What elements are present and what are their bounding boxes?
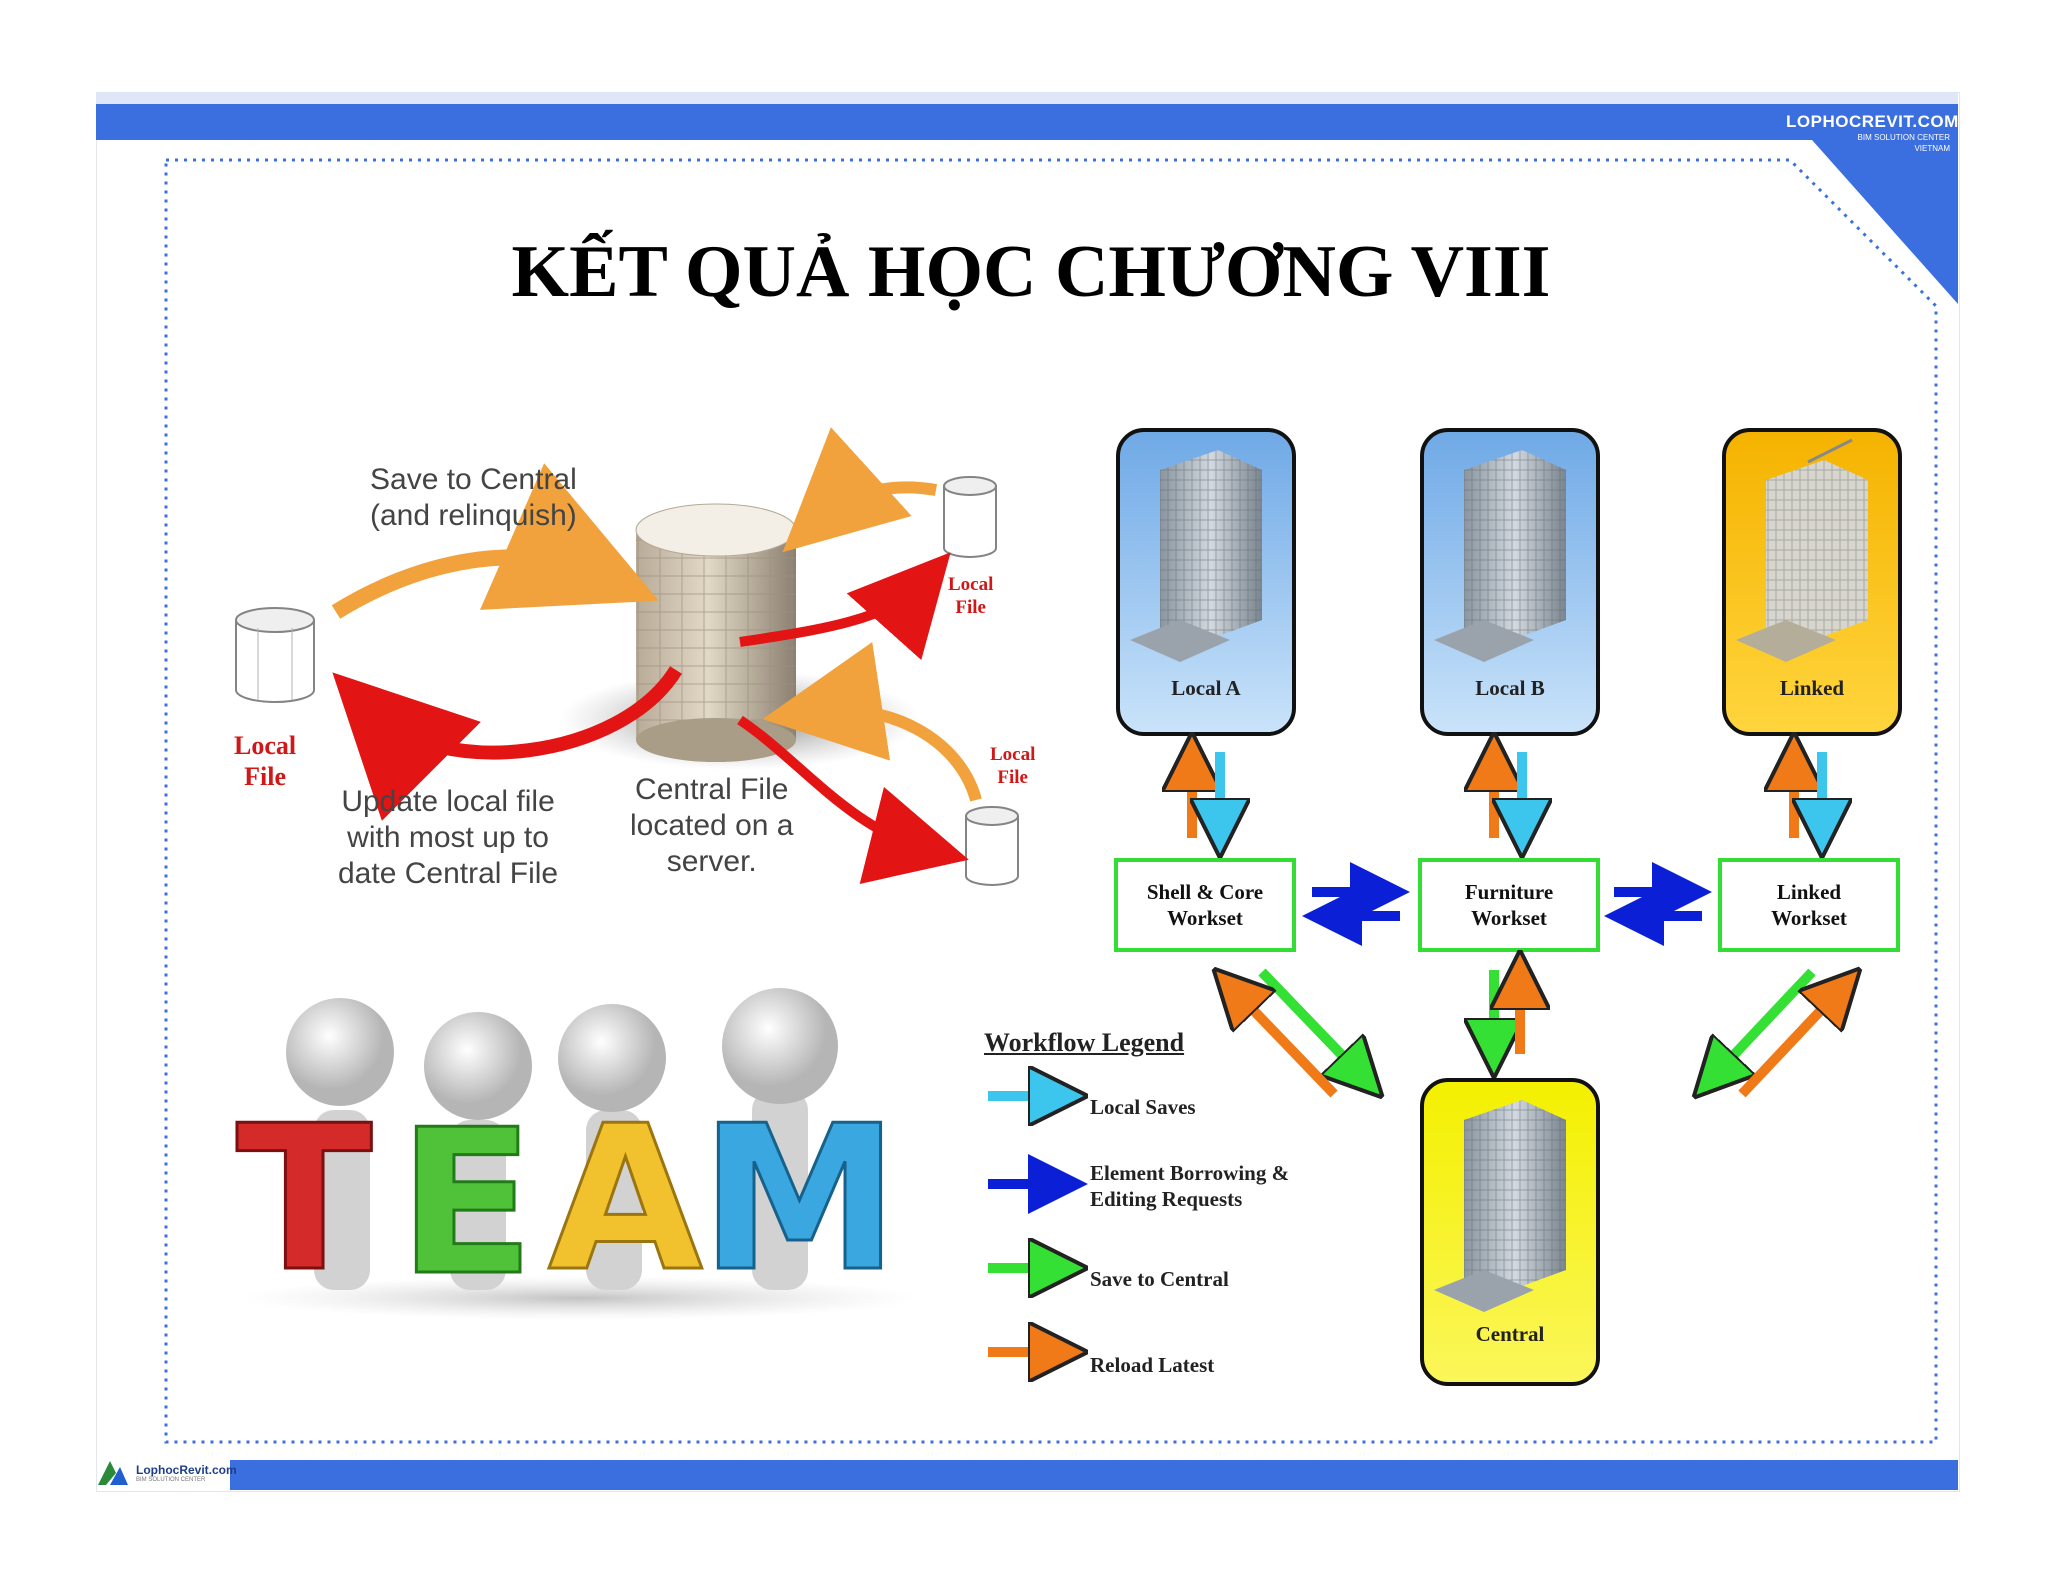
footer-logo-tagline: BIM SOLUTION CENTER (136, 1477, 206, 1483)
legend-item-borrowing: Element Borrowing & Editing Requests (1090, 1161, 1290, 1211)
header-shade (96, 92, 1958, 104)
team-letter-t: T (236, 1083, 372, 1316)
workset-shell-core: Shell & Core Workset (1114, 858, 1296, 952)
save-to-central-text: Save to Central (and relinquish) (370, 462, 577, 534)
arrow-from-top-local (782, 427, 938, 553)
brand-line1: BIM SOLUTION CENTER (1857, 133, 1950, 142)
update-line3: date Central File (338, 857, 559, 890)
brand-logo: LOPHOCREVIT.COM BIM SOLUTION CENTER VIET… (1786, 112, 1959, 154)
local-file-left-label: Local File (234, 730, 296, 792)
footer-bar (230, 1460, 1958, 1490)
figure-3 (558, 1004, 666, 1290)
local-file-left-icon (235, 607, 315, 703)
central-line2: located on a (630, 809, 794, 842)
local-top-line2: File (955, 596, 986, 618)
arrow-stc-linked (1714, 968, 1816, 1076)
legend-item-reload: Reload Latest (1090, 1353, 1215, 1377)
dotted-frame (164, 158, 1938, 1444)
team-letter-e: E (398, 1087, 535, 1320)
workset-furniture: Furniture Workset (1418, 858, 1600, 952)
label-central: Central (1475, 1322, 1545, 1346)
central-line3: server. (666, 845, 757, 878)
workset-furniture-label: Furniture Workset (1464, 880, 1554, 930)
local-bottom-line1: Local (990, 744, 1036, 765)
footer-logo-icon (98, 1461, 128, 1485)
local-file-top-label: Local File (948, 574, 993, 620)
arrow-stc-shell (1258, 968, 1362, 1076)
update-line1: Update local file (341, 785, 555, 818)
arrow-reload-linked-ws (1738, 990, 1840, 1098)
workset-linked: Linked Workset (1718, 858, 1900, 952)
label-linked: Linked (1779, 676, 1845, 700)
local-bottom-line2: File (997, 766, 1028, 788)
brand-line2: VIETNAM (1914, 144, 1950, 153)
label-local-a: Local A (1171, 676, 1241, 700)
brand-name: LOPHOCREVIT.COM (1786, 112, 1959, 131)
tower-local-a-icon (1130, 450, 1262, 662)
team-letter-m: M (700, 1083, 899, 1316)
local-left-line2: File (244, 762, 286, 792)
workset-shell-core-label: Shell & Core Workset (1146, 880, 1264, 930)
local-left-line1: Local (234, 731, 297, 760)
arrow-from-bottom-local (762, 642, 982, 802)
arrow-to-top-local (739, 552, 951, 661)
footer-logo-name: LophocRevit.com (136, 1463, 237, 1477)
update-line2: with most up to (347, 821, 549, 854)
local-file-top-icon (943, 476, 997, 558)
workset-linked-label: Linked Workset (1771, 880, 1847, 930)
update-local-text: Update local file with most up to date C… (338, 784, 558, 892)
legend-item-save-to-central: Save to Central (1090, 1267, 1229, 1291)
local-top-line1: Local (948, 574, 994, 595)
legend-title: Workflow Legend (984, 1028, 1185, 1057)
legend-item-local-saves: Local Saves (1090, 1095, 1196, 1119)
arrow-save-to-central (331, 463, 659, 619)
team-letter-a: A (548, 1083, 703, 1316)
page-title: KẾT QUẢ HỌC CHƯƠNG VIII (511, 231, 1551, 313)
figure-4 (722, 988, 838, 1290)
label-local-b: Local B (1475, 676, 1545, 700)
team-floor-shadow (240, 1276, 920, 1320)
local-file-bottom-label: Local File (990, 744, 1035, 790)
central-line1: Central File (635, 773, 789, 806)
tower-local-b-icon (1434, 450, 1566, 662)
save-to-central-line2: (and relinquish) (370, 499, 577, 532)
arrow-to-bottom-local (737, 715, 969, 884)
header-bar (96, 104, 1958, 140)
central-file-text: Central File located on a server. (630, 772, 793, 880)
tower-linked-icon (1736, 438, 1868, 662)
arrow-update-local (332, 666, 682, 821)
arrow-reload-shell (1234, 990, 1338, 1098)
figure-2 (424, 1012, 532, 1290)
tower-central-icon (1434, 1100, 1566, 1312)
figure-1 (286, 998, 394, 1290)
save-to-central-line1: Save to Central (370, 463, 577, 496)
